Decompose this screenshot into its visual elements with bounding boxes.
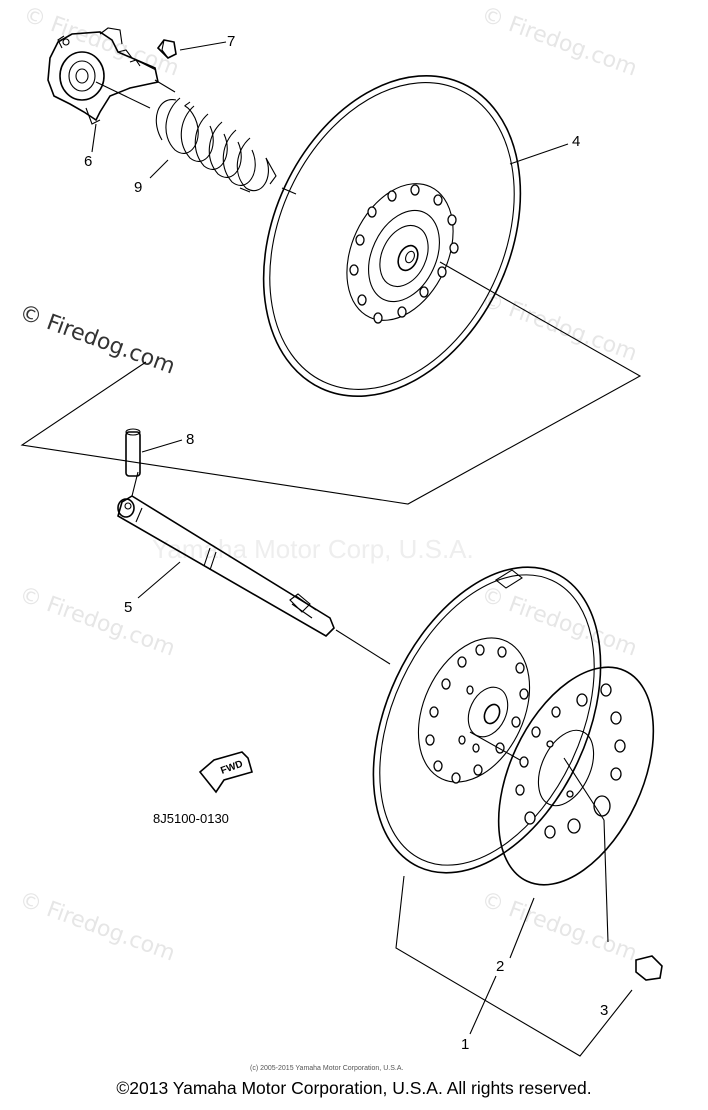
- callout-leaders: [91, 41, 569, 1035]
- part-6-cam-bracket: [47, 27, 159, 125]
- sheave-bolt-holes: [349, 184, 459, 324]
- axis-lines-lower: [395, 731, 633, 1057]
- callout-2: 2: [496, 958, 504, 975]
- fwd-arrow-icon: FWD: [198, 751, 253, 794]
- callout-4: 4: [572, 133, 580, 150]
- callout-1: 1: [461, 1036, 469, 1053]
- watermark-firedog: © Firedog.com: [16, 887, 178, 966]
- part-5-shaft: [117, 471, 391, 665]
- part-2-plate: [497, 666, 655, 886]
- callouts: 1 2 3 4 5 6 7 8 9: [84, 33, 608, 1053]
- part-8-pin: [125, 428, 141, 477]
- watermark-layer: © Firedog.com © Firedog.com © Firedog.co…: [16, 2, 640, 966]
- watermark-firedog: © Firedog.com: [16, 582, 178, 661]
- small-copyright: (c) 2005-2015 Yamaha Motor Corporation, …: [250, 1065, 403, 1072]
- callout-9: 9: [134, 179, 142, 196]
- watermark-yamaha: Yamaha Motor Corp, U.S.A.: [152, 534, 474, 564]
- part-9-spring: [155, 97, 277, 193]
- watermark-firedog: © Firedog.com: [20, 2, 182, 81]
- callout-7: 7: [227, 33, 235, 50]
- footer-copyright: ©2013 Yamaha Motor Corporation, U.S.A. A…: [116, 1078, 592, 1098]
- part-1-sliding-sheave: [372, 566, 602, 874]
- axis-lines-upper: [20, 79, 642, 505]
- callout-8: 8: [186, 431, 194, 448]
- part-4-fixed-sheave: [262, 74, 522, 398]
- watermark-firedog-dark: © Firedog.com: [16, 300, 178, 379]
- watermark-firedog: © Firedog.com: [478, 887, 640, 966]
- callout-5: 5: [124, 599, 132, 616]
- plate-holes: [515, 683, 626, 839]
- part-7-slider: [156, 39, 177, 59]
- part-3-bolt: [603, 819, 663, 981]
- watermark-firedog: © Firedog.com: [478, 287, 640, 366]
- watermark-firedog: © Firedog.com: [478, 2, 640, 81]
- callout-6: 6: [84, 153, 92, 170]
- part-code: 8J5100-0130: [153, 811, 229, 826]
- lower-sheave-holes: [425, 644, 529, 784]
- fwd-label: FWD: [219, 759, 244, 777]
- callout-3: 3: [600, 1002, 608, 1019]
